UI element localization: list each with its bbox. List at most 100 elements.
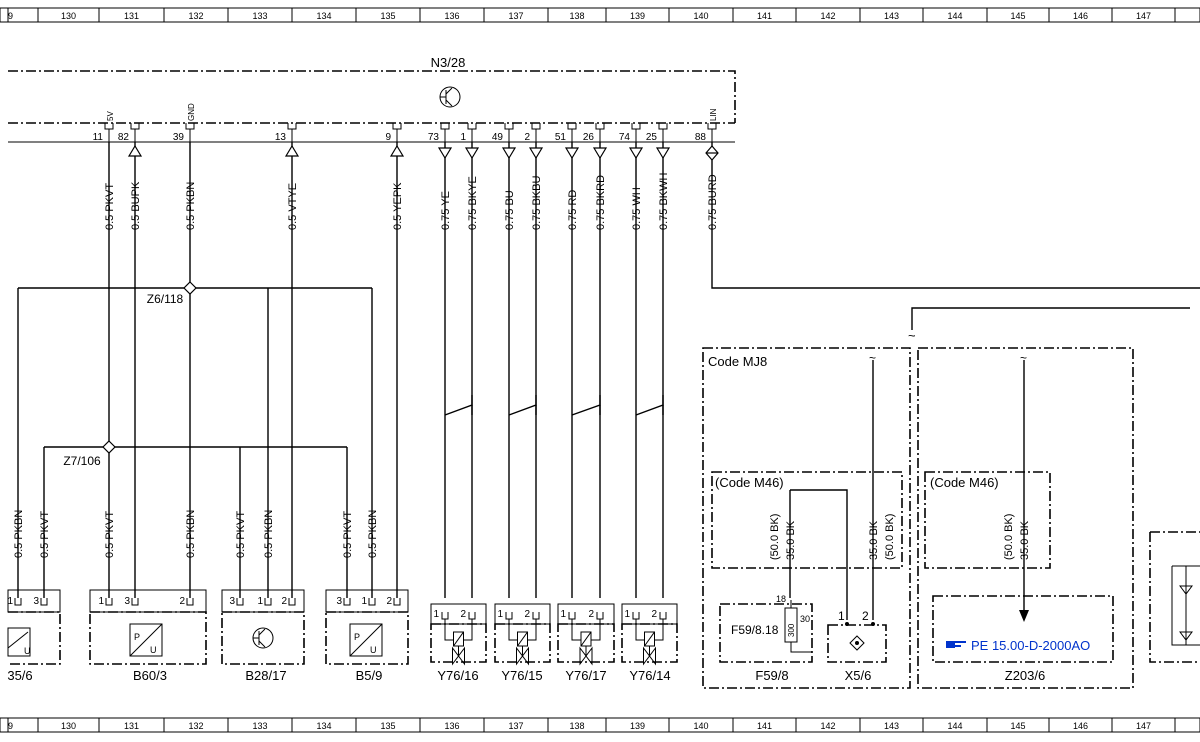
ruler-cell: 140	[693, 11, 708, 21]
ruler-cell: 133	[252, 721, 267, 731]
ruler-cell: 139	[630, 721, 645, 731]
ruler-cell: 137	[508, 721, 523, 731]
ruler-cell: 145	[1010, 721, 1025, 731]
sensor-pin-number: 2	[179, 596, 185, 607]
ruler-cell: 139	[630, 11, 645, 21]
wire-label: 0.75 BKRD	[595, 175, 607, 230]
code-m46-label-b: (Code M46)	[930, 475, 999, 490]
reference-box	[932, 595, 1114, 663]
wire-label: 0.5 BUPK	[130, 181, 142, 230]
valve-pin-number: 1	[560, 609, 566, 620]
wire-label: 0.75 BURD	[707, 174, 719, 230]
ruler-cell: 143	[884, 11, 899, 21]
ruler-cell: 130	[61, 11, 76, 21]
component-label-b5: B5/9	[356, 668, 383, 683]
module-pin-number: 11	[93, 132, 104, 143]
reference-link[interactable]: PE 15.00-D-2000AO	[971, 638, 1090, 653]
tilde-3: ~	[1020, 351, 1027, 365]
module-label: N3/28	[431, 55, 466, 70]
module-pin-signal: 5V	[106, 111, 115, 121]
sensor-pin-number: 3	[229, 596, 235, 607]
sensor-pin-number: 1	[257, 596, 263, 607]
sensor-pin-number: 1	[7, 596, 13, 607]
wire-label: 0.5 PKVT	[104, 511, 116, 558]
module-pin-number: 25	[646, 132, 658, 143]
ruler-cell: 138	[569, 721, 584, 731]
module-pin-number: 26	[583, 132, 595, 143]
module-pin-number: 13	[275, 132, 287, 143]
sensor-b28	[221, 611, 305, 665]
wire-label: 35.0 BK	[785, 520, 797, 560]
code-mj8-label: Code MJ8	[708, 354, 767, 369]
wire-label: 0.75 WH	[631, 187, 643, 230]
code-m46-box-a: (Code M46)	[711, 471, 903, 569]
sensor-pin-number: 3	[336, 596, 342, 607]
wire-label: 0.75 BU	[504, 190, 516, 230]
sensor-pin-number: 3	[124, 596, 130, 607]
ruler-cell: 131	[124, 11, 139, 21]
fuse-f59-8: F59/8.18 18 30 300	[719, 594, 813, 663]
ruler-cell: 132	[188, 11, 203, 21]
sensor-pin-number: 2	[281, 596, 287, 607]
wire-label: 0.5 VTYE	[287, 183, 299, 230]
module-pin-number: 1	[460, 132, 466, 143]
svg-text:P: P	[134, 632, 140, 642]
fuse-label: F59/8.18	[731, 623, 779, 637]
transistor-icon	[252, 627, 274, 649]
module-pin-number: 9	[385, 132, 391, 143]
module-pin-signal: GND	[187, 103, 196, 121]
ruler-cell: 136	[444, 721, 459, 731]
connector-x5-6: 1 2	[827, 609, 887, 663]
fuse-pin-top: 18	[776, 594, 786, 604]
wire-label: 0.5 PKBN	[185, 182, 197, 230]
wire-label: 0.5 PKBN	[367, 510, 379, 558]
valve-pin-number: 2	[651, 609, 657, 620]
module-pin-number: 88	[695, 132, 707, 143]
valve-pin-number: 1	[624, 609, 630, 620]
svg-text:U: U	[370, 645, 377, 655]
component-label-y15: Y76/15	[501, 668, 542, 683]
ruler-cell: 143	[884, 721, 899, 731]
code-m46-box-b: (Code M46)	[924, 471, 1051, 569]
ruler-cell: 144	[947, 721, 962, 731]
fuse-pin-right: 30	[800, 614, 810, 624]
module-pin-number: 74	[619, 132, 631, 143]
wire-label: 0.5 PKVT	[342, 511, 354, 558]
ruler-cell: 131	[124, 721, 139, 731]
code-mj8-box: Code MJ8 ~	[702, 328, 1134, 689]
tilde-1: ~	[908, 328, 916, 343]
wire-label: 0.5 PKBN	[185, 510, 197, 558]
wire-label: 35.0 BK	[1019, 520, 1031, 560]
valve-pin-number: 1	[497, 609, 503, 620]
wire-label: 0.75 YE	[440, 191, 452, 230]
bottom-ruler	[0, 717, 1200, 733]
svg-text:U: U	[24, 646, 31, 656]
ruler-cell: 135	[380, 721, 395, 731]
wire-label: 35.0 BK	[868, 520, 880, 560]
module-pin-signal: LIN	[709, 108, 718, 121]
component-label-b28: B28/17	[245, 668, 286, 683]
component-label-b60: B60/3	[133, 668, 167, 683]
wire-label: (50.0 BK)	[1003, 514, 1015, 560]
pointing-hand-icon	[946, 641, 966, 648]
valve-pin-number: 1	[433, 609, 439, 620]
ruler-cell: 147	[1136, 11, 1151, 21]
top-ruler	[0, 7, 1200, 23]
component-label-y14: Y76/14	[629, 668, 670, 683]
ruler-cell: 132	[188, 721, 203, 731]
ruler-cell: 137	[508, 11, 523, 21]
module-pin-number: 82	[118, 132, 130, 143]
component-label-b35: 35/6	[7, 668, 32, 683]
component-label-y16: Y76/16	[437, 668, 478, 683]
sensor-pin-number: 2	[386, 596, 392, 607]
ruler-cell: 134	[316, 721, 331, 731]
component-label-z203: Z203/6	[1005, 668, 1045, 683]
module-pin-number: 49	[492, 132, 504, 143]
code-m46-label-a: (Code M46)	[715, 475, 784, 490]
